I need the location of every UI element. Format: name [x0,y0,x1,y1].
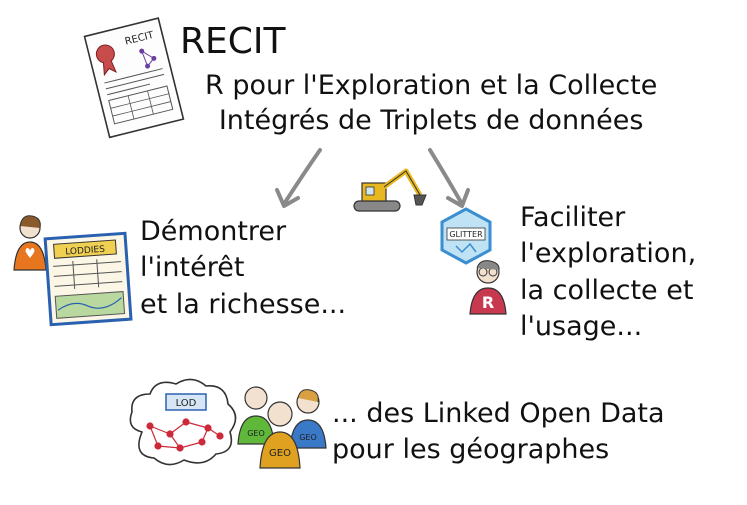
right-text-block: Faciliter l'exploration, la collecte et … [520,200,696,346]
document-icon: RECIT [83,17,185,139]
cloud-label: LOD [176,398,197,409]
excavator-icon [353,168,427,212]
cloud-graph-icon: LOD [129,378,237,466]
bottom-line-2: pour les géographes [332,434,610,466]
left-line-1: Démontrer [140,216,287,247]
subtitle: R pour l'Exploration et la Collecte Inté… [205,68,657,138]
left-line-2: l'intérêt [140,252,245,284]
right-line-3: la collecte et [520,274,694,306]
bottom-text-block: ... des Linked Open Data pour les géogra… [332,396,665,469]
geo-label-3: GEO [269,448,291,459]
board-label: LODDIES [65,245,106,258]
right-line-1: Faciliter [520,202,626,233]
hex-sticker-icon: GLITTER [440,207,492,265]
geo-label-1: GEO [247,429,265,438]
arrow-right-icon [428,148,470,208]
left-text-block: Démontrer l'intérêt et la richesse... [140,214,346,323]
right-line-4: l'usage... [520,311,643,343]
left-line-3: et la richesse... [140,288,347,320]
geo-label-2: GEO [299,433,317,442]
hex-label: GLITTER [449,230,483,239]
board-icon: LODDIES [43,231,133,327]
bottom-line-1: ... des Linked Open Data [332,398,665,429]
subtitle-line-2: Intégrés de Triplets de données [218,105,644,137]
person-right-icon: R [469,260,507,315]
right-line-2: l'exploration, [520,238,697,270]
person-left-icon [13,215,47,271]
subtitle-line-1: R pour l'Exploration et la Collecte [205,70,658,101]
arrow-left-icon [275,148,322,208]
geo-people-icon: GEO GEO GEO [237,386,327,469]
page-title: RECIT [180,21,286,62]
r-badge-label: R [482,293,494,312]
